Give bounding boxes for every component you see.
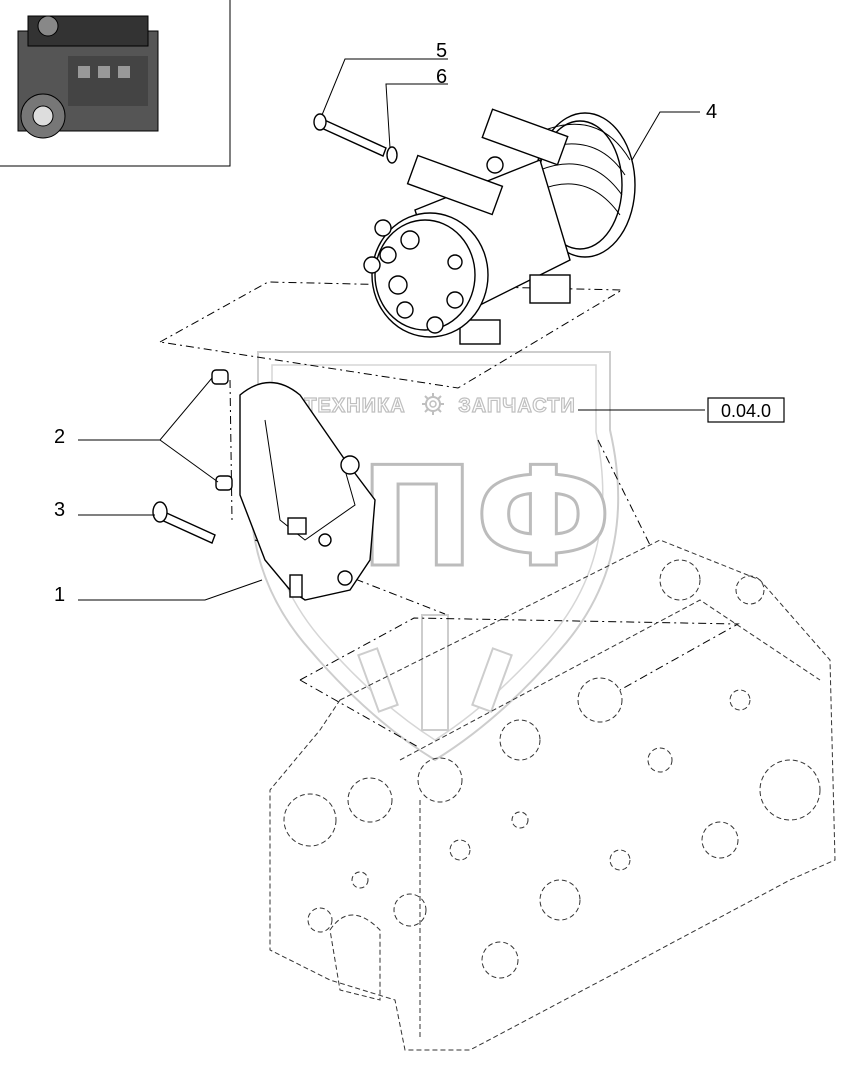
washer-6 bbox=[386, 146, 398, 164]
engine-thumbnail bbox=[0, 0, 231, 167]
gear-icon bbox=[422, 393, 444, 415]
leader-lines bbox=[78, 58, 705, 601]
watermark-left-text: ТЕХНИКА bbox=[304, 395, 405, 417]
reference-box[interactable]: 0.04.0 bbox=[707, 397, 785, 423]
callout-5: 5 bbox=[436, 40, 447, 62]
alignment-lines bbox=[158, 281, 740, 749]
callout-4: 4 bbox=[706, 101, 717, 123]
engine-block bbox=[269, 539, 836, 1051]
engine-thumbnail-icon bbox=[17, 15, 159, 139]
callout-6: 6 bbox=[436, 66, 447, 88]
watermark-right-text: ЗАПЧАСТИ bbox=[458, 395, 576, 417]
bolt-5 bbox=[313, 113, 387, 157]
callout-3: 3 bbox=[54, 499, 65, 521]
bracket bbox=[239, 381, 376, 601]
watermark-wheat-icon bbox=[357, 614, 513, 731]
dowel-pins bbox=[211, 369, 233, 491]
callout-1: 1 bbox=[54, 584, 65, 606]
reference-box-label: 0.04.0 bbox=[721, 401, 771, 421]
callout-2: 2 bbox=[54, 426, 65, 448]
bolt-3 bbox=[152, 501, 216, 544]
compressor bbox=[363, 108, 636, 345]
